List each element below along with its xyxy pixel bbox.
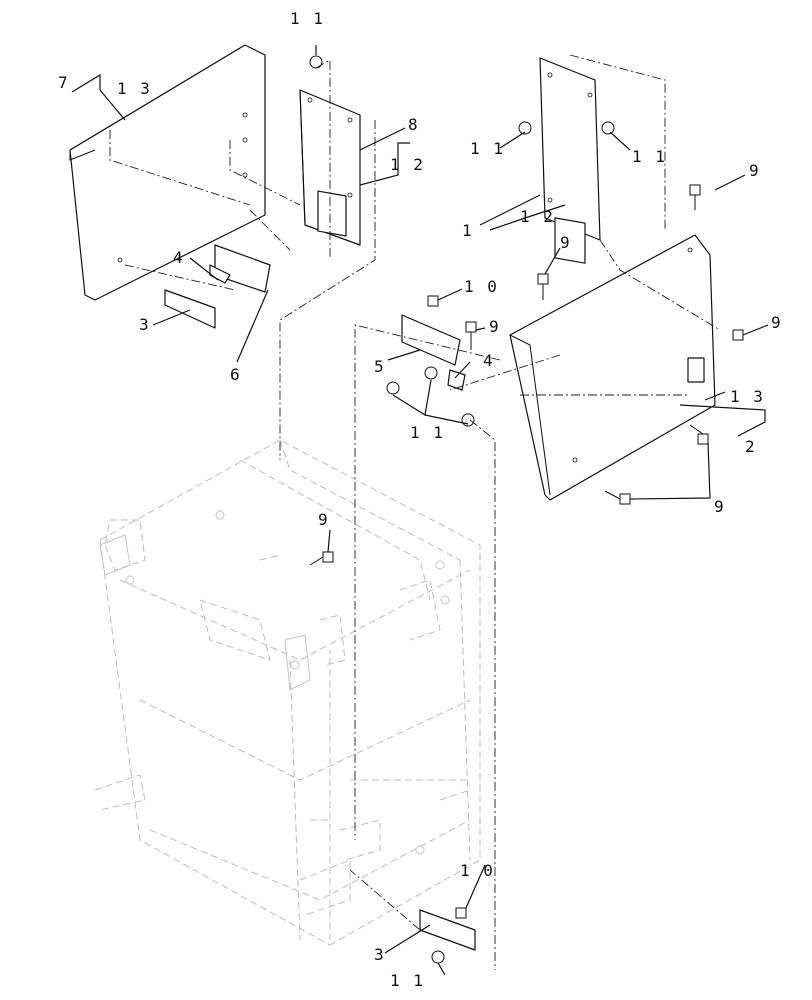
bracket-lower-left (164, 289, 216, 329)
callout-9: 9 (489, 317, 501, 336)
callout-12: 1 2 (520, 207, 555, 226)
callout-13: 1 3 (730, 387, 765, 406)
callout-10: 1 0 (460, 861, 495, 880)
callout-11: 1 1 (470, 139, 505, 158)
callout-2: 2 (745, 437, 757, 456)
bracket-bottom (419, 909, 476, 951)
callout-5: 5 (374, 357, 386, 376)
callout-11: 1 1 (632, 147, 667, 166)
callout-3: 3 (374, 945, 386, 964)
callout-6: 6 (230, 365, 242, 384)
callout-4: 4 (173, 248, 185, 267)
callout-9: 9 (749, 161, 761, 180)
callout-10: 1 0 (464, 277, 499, 296)
alignment-dash-lines (109, 54, 721, 970)
bracket-upper-left (209, 244, 271, 293)
callout-7: 7 (58, 73, 70, 92)
callout-13: 1 3 (117, 79, 152, 98)
callout-labels: 7 1 3 1 1 8 1 2 4 3 6 1 1 1 1 9 1 1 2 9 … (58, 9, 783, 990)
callout-11: 1 1 (410, 423, 445, 442)
callout-9: 9 (318, 510, 330, 529)
callout-9: 9 (771, 313, 783, 332)
callout-9: 9 (714, 497, 726, 516)
callout-9: 9 (560, 233, 572, 252)
bolt-icon (309, 55, 744, 964)
chassis-frame-outline (94, 439, 481, 946)
right-mounting-plate (539, 57, 601, 264)
callout-4: 4 (483, 351, 495, 370)
right-side-panel (509, 234, 716, 501)
callout-11: 1 1 (290, 9, 325, 28)
leader-lines (71, 45, 769, 976)
callout-1: 1 (462, 221, 474, 240)
callout-12: 1 2 (390, 155, 425, 174)
callout-8: 8 (408, 115, 420, 134)
callout-11: 1 1 (390, 971, 425, 990)
left-side-panel (69, 44, 266, 301)
callout-3: 3 (139, 315, 151, 334)
